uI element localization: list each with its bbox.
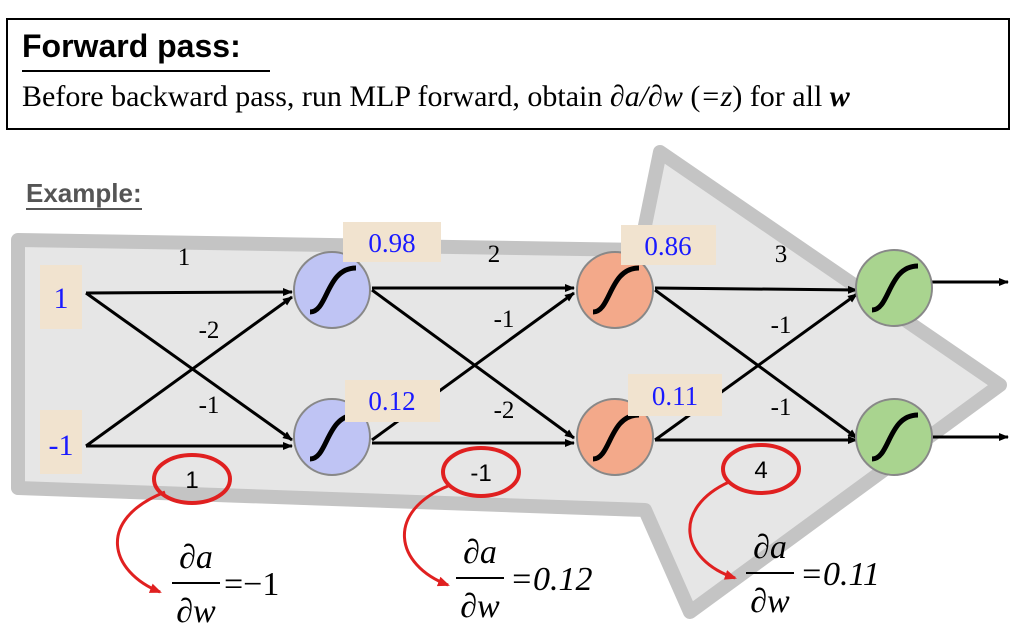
derivative-denominator: ∂w [176,593,216,630]
activation-box-l1-bottom [345,380,440,422]
edge-h2a-ob [654,288,858,440]
pointer-arrow-1 [116,490,166,594]
edge-h1a-h2b [371,288,575,440]
highlight-weight-1: 1 [185,467,198,494]
weight-label: 1 [178,244,191,271]
derivative-denominator: ∂w [460,588,500,625]
sigmoid-icon [592,412,640,462]
sigmoid-icon [871,412,919,462]
neuron-layer1-top [293,251,371,329]
subtitle-math: ∂a/∂w [609,80,683,113]
activation-box-l1-top [343,222,441,262]
activation-box-l2-top [621,225,716,265]
edge-in2-h1a [85,295,293,448]
derivative-3: ∂a ∂w =0.11 [746,529,880,620]
weight-label: -2 [199,317,220,344]
header-title-underline [22,70,270,72]
highlight-weight-3: 4 [754,457,767,484]
derivative-value-1: =−1 [224,566,279,603]
header-box: Forward pass: Before backward pass, run … [6,18,1010,130]
weight-label: -2 [494,397,515,424]
pointer-arrow-3 [688,480,737,580]
weight-label: -1 [771,394,792,421]
activation-l1-bottom: 0.12 [368,386,415,416]
pointer-arrow-2 [403,484,450,587]
highlight-weight-2: -1 [470,460,491,487]
input-value-2: -1 [49,429,74,462]
weight-label: -1 [199,392,220,419]
sigmoid-icon [309,265,357,315]
subtitle-lead: Before backward pass, run MLP forward, o… [22,80,610,113]
derivative-denominator: ∂w [750,583,790,620]
activation-l2-bottom: 0.11 [652,381,698,411]
subtitle-w: w [829,80,850,113]
edge-in1-h1b [85,291,293,442]
header-title: Forward pass: [22,28,241,64]
weight-label: 2 [488,241,501,268]
subtitle-paren-open: ( [682,80,701,113]
derivative-2: ∂a ∂w =0.12 [456,534,592,625]
highlight-ellipse-2 [441,446,521,498]
derivative-numerator: ∂a [753,529,787,566]
header-subtitle: Before backward pass, run MLP forward, o… [22,80,850,114]
neuron-layer2-top [576,251,654,329]
derivative-value-2: =0.12 [510,561,592,598]
neuron-layer2-bottom [576,398,654,476]
derivative-value-3: =0.11 [800,556,880,593]
subtitle-paren-close: ) [732,80,750,113]
derivative-numerator: ∂a [463,534,497,571]
input-box-1 [40,265,82,329]
edge-h2a-oa [654,285,858,294]
example-label: Example: [26,178,142,210]
edge-in1-h1a [85,288,293,297]
activation-box-l2-bottom [628,374,722,416]
derivative-1: ∂a ∂w =−1 [172,539,279,630]
input-box-2 [40,410,82,474]
highlight-ellipse-3 [721,443,801,495]
subtitle-z: =z [700,80,733,113]
input-value-1: 1 [54,282,69,315]
weight-label: -1 [494,306,515,333]
derivative-numerator: ∂a [179,539,213,576]
activation-l2-top: 0.86 [644,231,691,261]
sigmoid-icon [592,265,640,315]
weight-label: -1 [771,312,792,339]
subtitle-tail: for all [749,80,830,113]
sigmoid-icon [871,263,919,313]
background-arrow [11,145,1007,619]
highlight-ellipse-1 [152,453,232,505]
activation-l1-top: 0.98 [368,228,415,258]
weight-label: 3 [775,241,788,268]
neuron-layer3-bottom [855,398,933,476]
neuron-layer3-top [855,249,933,327]
